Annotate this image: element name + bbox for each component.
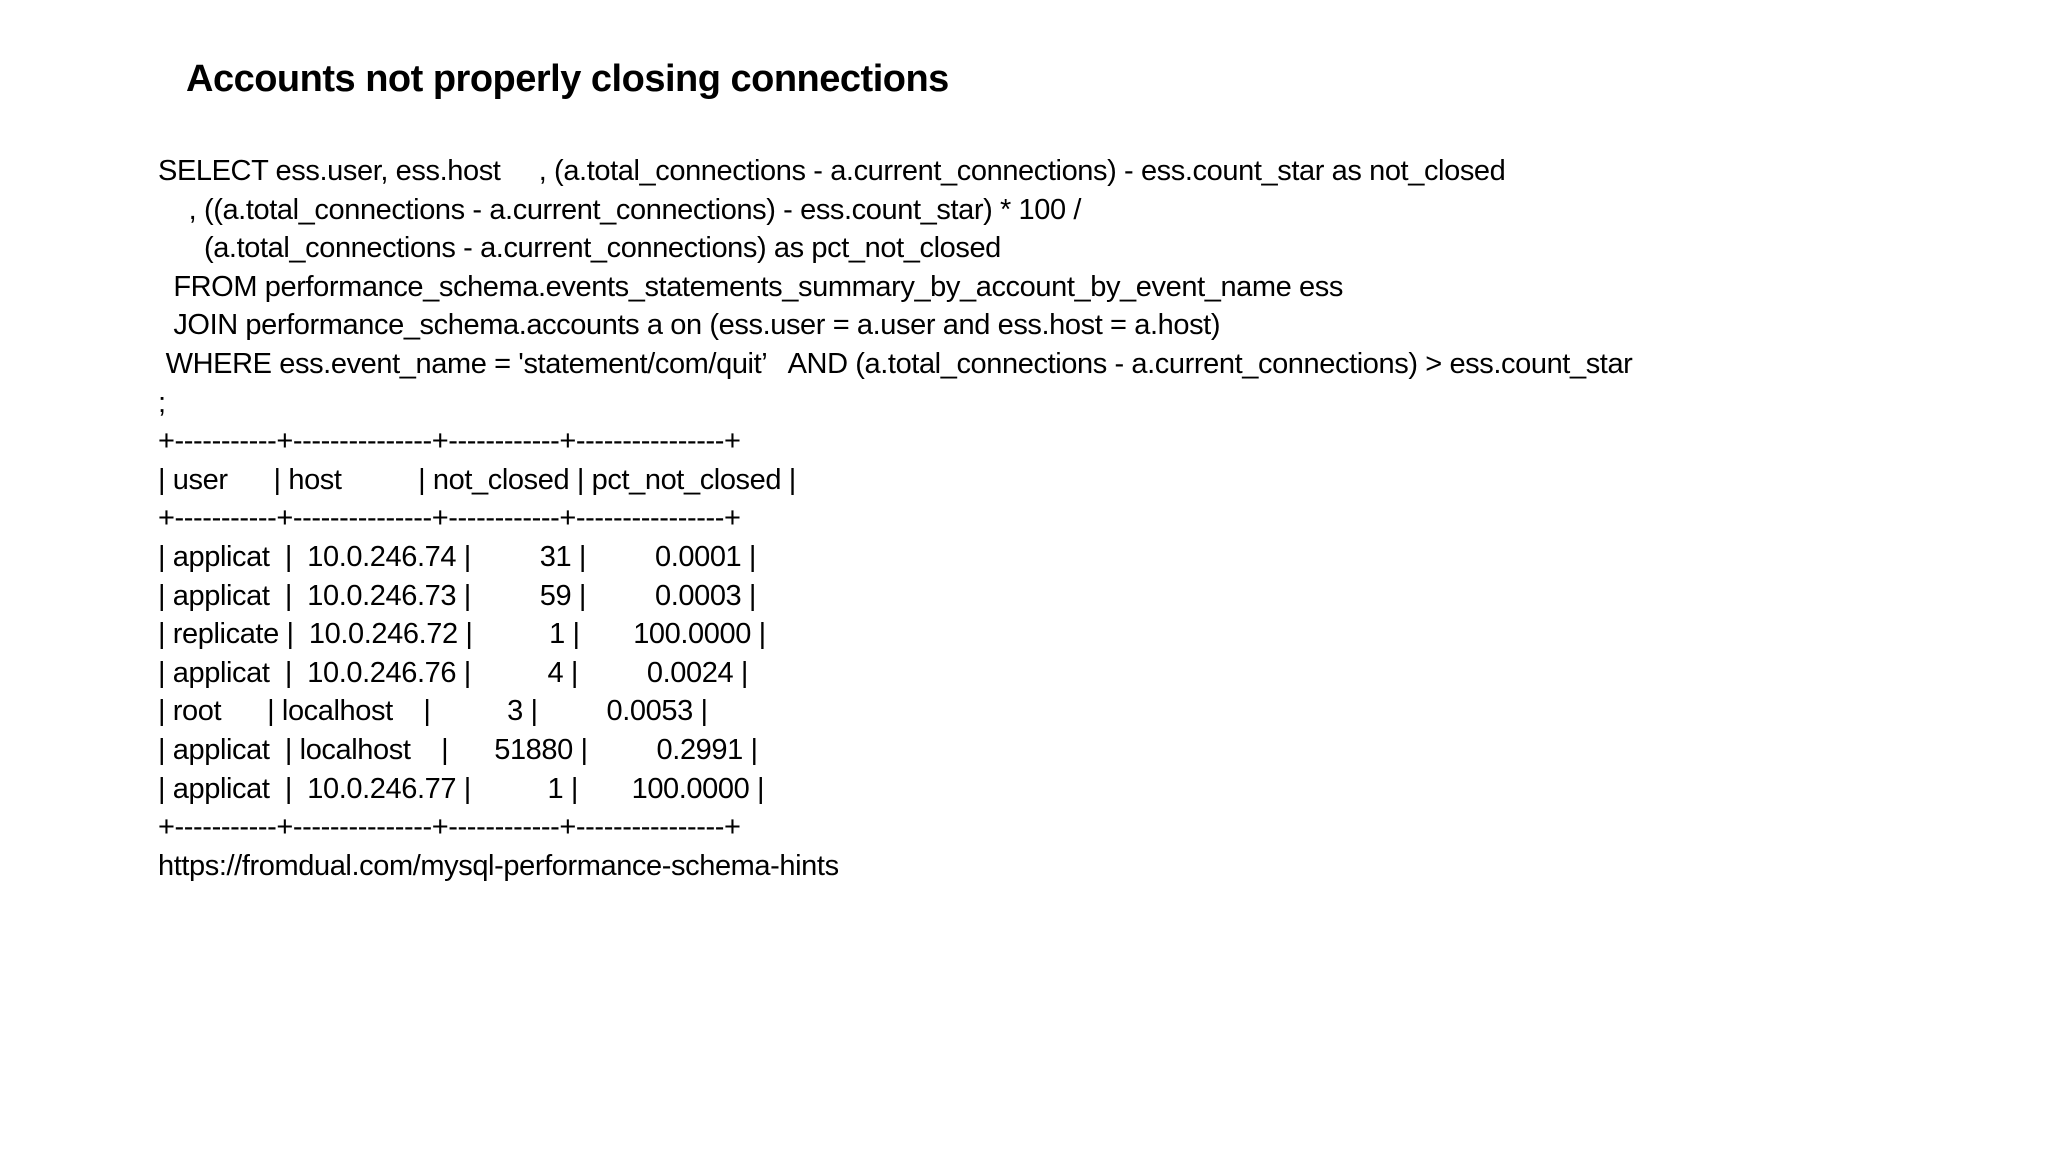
table-border-header: +-----------+---------------+-----------…: [158, 502, 741, 535]
sql-line-7: ;: [158, 386, 166, 419]
sql-line-3: (a.total_connections - a.current_connect…: [158, 232, 1001, 265]
table-row-2: | applicat | 10.0.246.73 | 59 | 0.0003 |: [158, 579, 757, 612]
sql-query-block: SELECT ess.user, ess.host , (a.total_con…: [158, 152, 1633, 422]
footer-link[interactable]: https://fromdual.com/mysql-performance-s…: [158, 849, 839, 882]
sql-line-1: SELECT ess.user, ess.host , (a.total_con…: [158, 155, 1506, 187]
sql-line-6: WHERE ess.event_name = 'statement/com/qu…: [158, 347, 1633, 380]
sql-line-4: FROM performance_schema.events_statement…: [158, 270, 1343, 303]
table-row-1: | applicat | 10.0.246.74 | 31 | 0.0001 |: [158, 540, 757, 573]
sql-line-2: , ((a.total_connections - a.current_conn…: [158, 193, 1082, 226]
table-row-7: | applicat | 10.0.246.77 | 1 | 100.0000 …: [158, 772, 765, 805]
table-row-5: | root | localhost | 3 | 0.0053 |: [158, 695, 708, 728]
page-title: Accounts not properly closing connection…: [186, 58, 949, 100]
table-row-6: | applicat | localhost | 51880 | 0.2991 …: [158, 733, 758, 766]
sql-line-5: JOIN performance_schema.accounts a on (e…: [158, 309, 1221, 342]
table-header-row: | user | host | not_closed | pct_not_clo…: [158, 463, 796, 496]
table-border-top: +-----------+---------------+-----------…: [158, 425, 741, 458]
table-row-4: | applicat | 10.0.246.76 | 4 | 0.0024 |: [158, 656, 748, 689]
slide-body: SELECT ess.user, ess.host , (a.total_con…: [158, 152, 1633, 885]
table-border-bottom: +-----------+---------------+-----------…: [158, 811, 741, 844]
table-row-3: | replicate | 10.0.246.72 | 1 | 100.0000…: [158, 618, 766, 651]
result-table-block: +-----------+---------------+-----------…: [158, 422, 1632, 847]
